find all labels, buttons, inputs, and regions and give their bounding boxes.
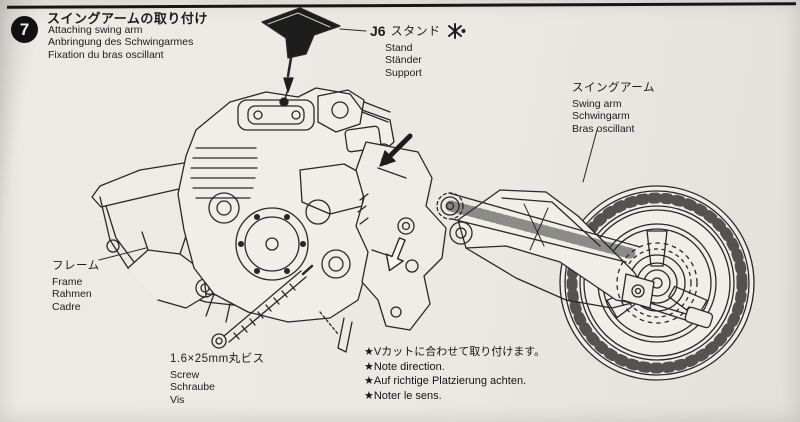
note-fr: ★Noter le sens. xyxy=(364,390,442,403)
stand-name-fr: Support xyxy=(385,66,422,79)
leader-lines xyxy=(98,28,598,261)
screw-part xyxy=(211,264,314,349)
step-title-ja: スイングアームの取り付け xyxy=(47,11,208,26)
swing-arm-name-ja: スイングアーム xyxy=(572,82,655,94)
step-title-fr: Fixation du bras oscillant xyxy=(48,48,164,61)
screw-name-ja: 1.6×25mm丸ビス xyxy=(170,353,265,365)
frame-name-en: Frame xyxy=(52,276,83,288)
stand-name-en: Stand xyxy=(385,42,413,54)
step-title-translations: Attaching swing arm Anbringung des Schwi… xyxy=(48,24,193,61)
mount-plate-part xyxy=(355,141,447,331)
note-en: ★Note direction. xyxy=(364,360,445,373)
swing-arm-name-fr: Bras oscillant xyxy=(572,122,635,135)
frame-name-fr: Cadre xyxy=(52,300,81,313)
swing-arm-part-label: スイングアーム Swing arm Schwingarm Bras oscill… xyxy=(572,79,655,135)
screw-name-de: Schraube xyxy=(170,381,215,394)
assembly-notes: ★Vカットに合わせて取り付けます。 ★Note direction. ★Auf … xyxy=(364,345,545,404)
rear-wheel-part xyxy=(559,185,755,381)
swing-arm-name-en: Swing arm xyxy=(572,98,622,110)
screw-part-label: 1.6×25mm丸ビス Screw Schraube Vis xyxy=(170,350,265,406)
stand-part-code: J6 xyxy=(370,22,386,39)
stand-name-ja: スタンド xyxy=(390,24,441,38)
stand-name-de: Ständer xyxy=(385,54,422,67)
frame-part-label: フレーム Frame Rahmen Cadre xyxy=(52,257,100,313)
swing-arm-name-de: Schwingarm xyxy=(572,110,630,123)
frame-name-de: Rahmen xyxy=(52,288,92,301)
sprue-icon xyxy=(447,22,466,39)
drive-chain-part xyxy=(436,192,698,324)
stand-part xyxy=(261,7,341,101)
stand-part-label: J6 スタンド Stand Ständer Support xyxy=(370,22,466,79)
step-number-badge: 7 xyxy=(11,16,38,43)
note-ja: ★Vカットに合わせて取り付けます。 xyxy=(364,346,546,358)
screw-name-fr: Vis xyxy=(170,393,185,406)
step-number: 7 xyxy=(19,19,30,39)
step-title-en: Attaching swing arm xyxy=(48,24,143,36)
step-title-de: Anbringung des Schwingarmes xyxy=(48,36,194,49)
screw-name-en: Screw xyxy=(170,369,200,381)
note-de: ★Auf richtige Platzierung achten. xyxy=(364,375,527,388)
direction-arrows xyxy=(379,133,413,272)
frame-name-ja: フレーム xyxy=(52,260,100,272)
